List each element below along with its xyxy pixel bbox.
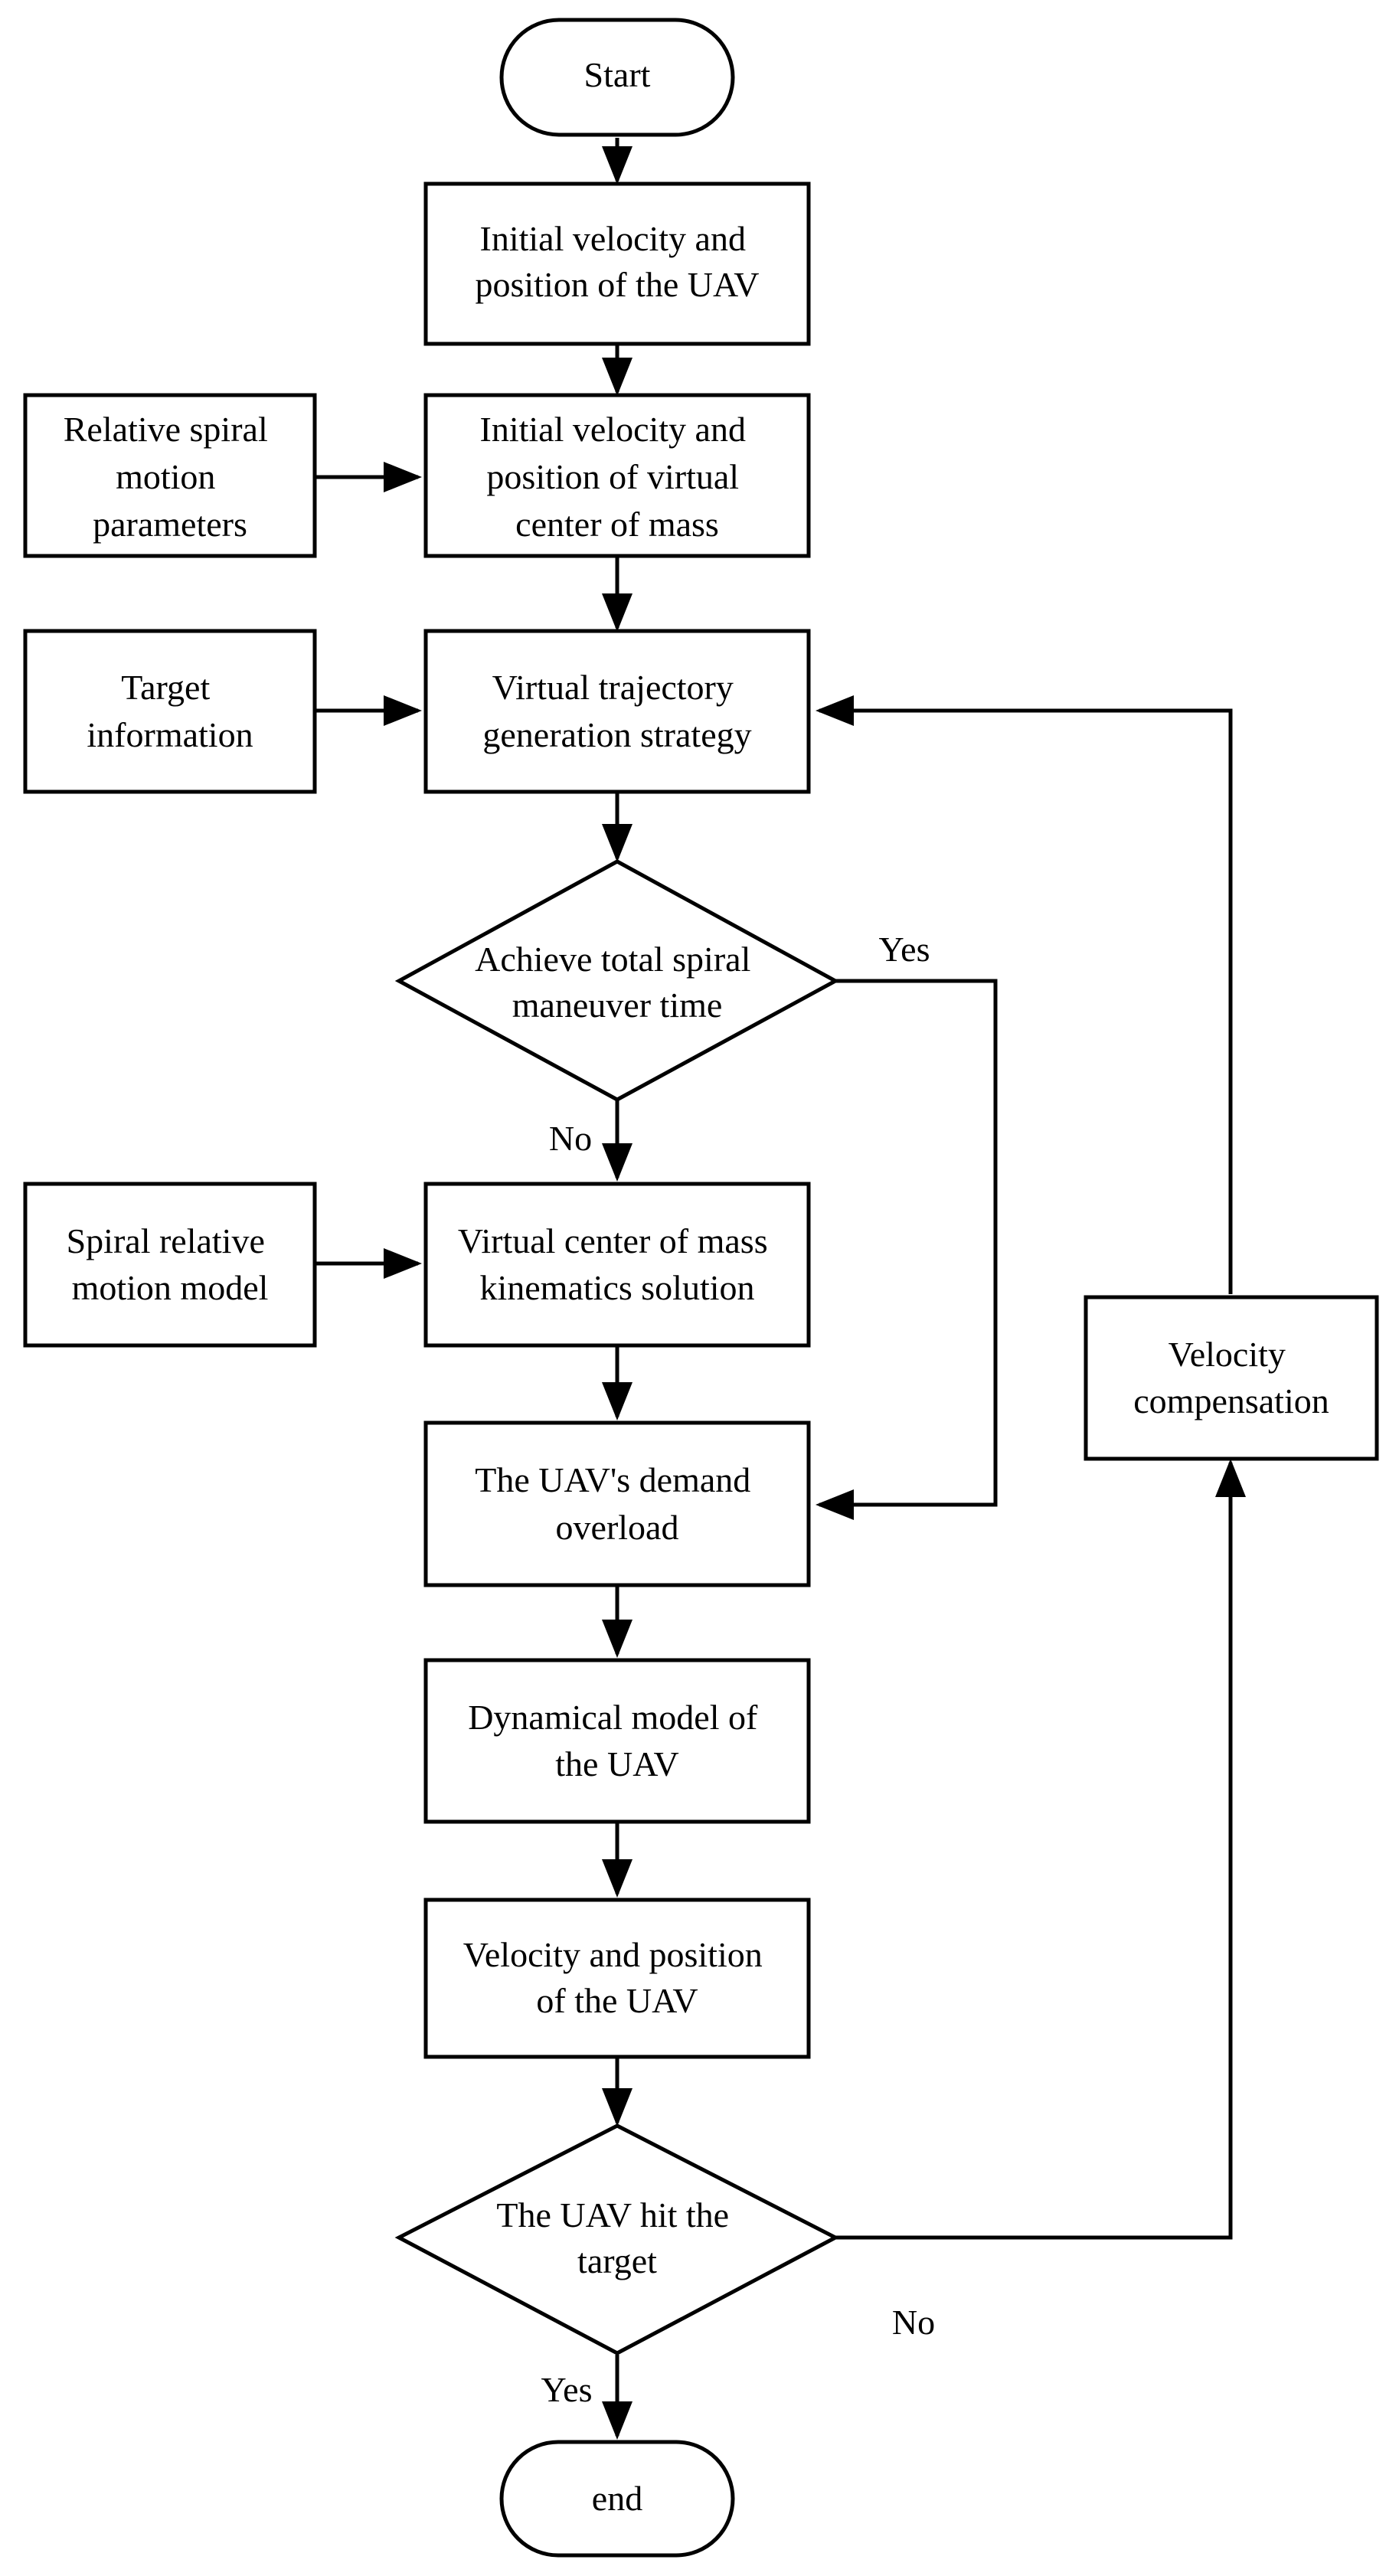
init-uav-shape bbox=[423, 181, 811, 346]
init-virtual-label: Initial velocity and position of virtual… bbox=[480, 410, 755, 544]
init-uav-box: Initial velocity and position of the UAV bbox=[423, 181, 811, 346]
spiral-model-shape bbox=[23, 1182, 317, 1348]
end-terminal-shape bbox=[499, 2440, 735, 2558]
target-info-box: Target information bbox=[23, 629, 317, 794]
demand-overload-shape bbox=[423, 1420, 811, 1587]
edges bbox=[315, 138, 1246, 2440]
kinematics-shape bbox=[423, 1182, 811, 1348]
vel-pos-label: Velocity and position of the UAV bbox=[463, 1935, 771, 2020]
hit-target-decision: The UAV hit the target bbox=[394, 2123, 840, 2355]
spiral-params-box: Relative spiral motion parameters bbox=[23, 393, 317, 558]
spiral-model-label: Spiral relative motion model bbox=[67, 1221, 274, 1307]
kinematics-label: Virtual center of mass kinematics soluti… bbox=[458, 1221, 776, 1307]
virtual-traj-box: Virtual trajectory generation strategy bbox=[423, 629, 811, 794]
init-virtual-box: Initial velocity and position of virtual… bbox=[423, 393, 811, 558]
vel-pos-shape bbox=[423, 1898, 811, 2059]
demand-overload-box: The UAV's demand overload bbox=[423, 1420, 811, 1587]
hit-target-shape bbox=[394, 2123, 840, 2355]
achieve-time-shape bbox=[394, 859, 840, 1102]
kinematics-box: Virtual center of mass kinematics soluti… bbox=[423, 1182, 811, 1348]
spiral-model-box: Spiral relative motion model bbox=[23, 1182, 317, 1348]
achieve-time-decision: Achieve total spiral maneuver time bbox=[394, 859, 840, 1102]
virtual-traj-shape bbox=[423, 629, 811, 794]
hit-no-label: No bbox=[892, 2303, 935, 2342]
dynamical-model-shape bbox=[423, 1658, 811, 1824]
end-terminal: end bbox=[499, 2440, 735, 2558]
dynamical-model-label: Dynamical model of the UAV bbox=[468, 1698, 767, 1783]
achieve-yes-label: Yes bbox=[879, 930, 930, 969]
edge-velocity-comp-to-virtual-traj bbox=[816, 695, 1233, 1294]
end-label: end bbox=[592, 2479, 642, 2518]
vel-pos-box: Velocity and position of the UAV bbox=[423, 1898, 811, 2059]
init-virtual-shape bbox=[423, 393, 811, 558]
hit-target-label: The UAV hit the target bbox=[496, 2195, 737, 2280]
edge-achieve-time-yes-to-demand-overload bbox=[816, 979, 998, 1520]
virtual-traj-label: Virtual trajectory generation strategy bbox=[482, 668, 751, 754]
achieve-time-label: Achieve total spiral maneuver time bbox=[475, 940, 760, 1025]
velocity-comp-label: Velocity compensation bbox=[1133, 1335, 1329, 1420]
start-terminal: Start bbox=[499, 18, 735, 137]
dynamical-model-box: Dynamical model of the UAV bbox=[423, 1658, 811, 1824]
spiral-params-shape bbox=[23, 393, 317, 558]
demand-overload-label: The UAV's demand overload bbox=[475, 1460, 760, 1547]
achieve-no-label: No bbox=[549, 1119, 592, 1158]
velocity-comp-shape bbox=[1084, 1295, 1379, 1461]
spiral-params-label: Relative spiral motion parameters bbox=[64, 410, 276, 544]
target-info-label: Target information bbox=[87, 668, 253, 754]
hit-yes-label: Yes bbox=[541, 2370, 593, 2409]
edge-hit-target-no-to-velocity-comp bbox=[835, 1459, 1246, 2240]
init-uav-label: Initial velocity and position of the UAV bbox=[476, 219, 760, 304]
start-label: Start bbox=[584, 55, 651, 94]
target-info-shape bbox=[23, 629, 317, 794]
start-terminal-shape bbox=[499, 18, 735, 137]
velocity-comp-box: Velocity compensation bbox=[1084, 1295, 1379, 1461]
